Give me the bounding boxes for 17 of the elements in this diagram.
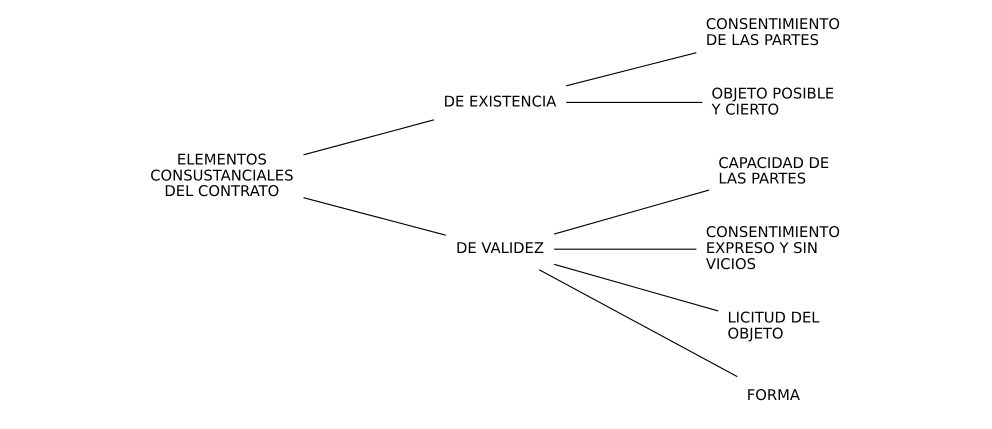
connector	[566, 102, 702, 104]
connector	[303, 197, 446, 236]
connector	[538, 269, 738, 378]
connector	[554, 264, 718, 312]
connector	[554, 189, 710, 235]
node-text: DE EXISTENCIA	[444, 93, 556, 110]
node-text: FORMA	[746, 386, 800, 404]
connector	[554, 248, 696, 250]
connector	[566, 52, 696, 86]
node-text: CAPACIDAD DE LAS PARTES	[718, 154, 830, 188]
node-text: LICITUD DEL OBJETO	[727, 309, 820, 342]
node-text: DE VALIDEZ	[456, 240, 544, 258]
connector	[303, 119, 434, 156]
node-text: OBJETO POSIBLE Y CIERTO	[712, 85, 834, 118]
node-text: ELEMENTOS CONSUSTANCIALES DEL CONTRATO	[150, 151, 294, 200]
node-text: CONSENTIMIENTO EXPRESO Y SIN VICIOS	[706, 224, 840, 273]
node-text: CONSENTIMIENTO DE LAS PARTES	[706, 16, 840, 49]
